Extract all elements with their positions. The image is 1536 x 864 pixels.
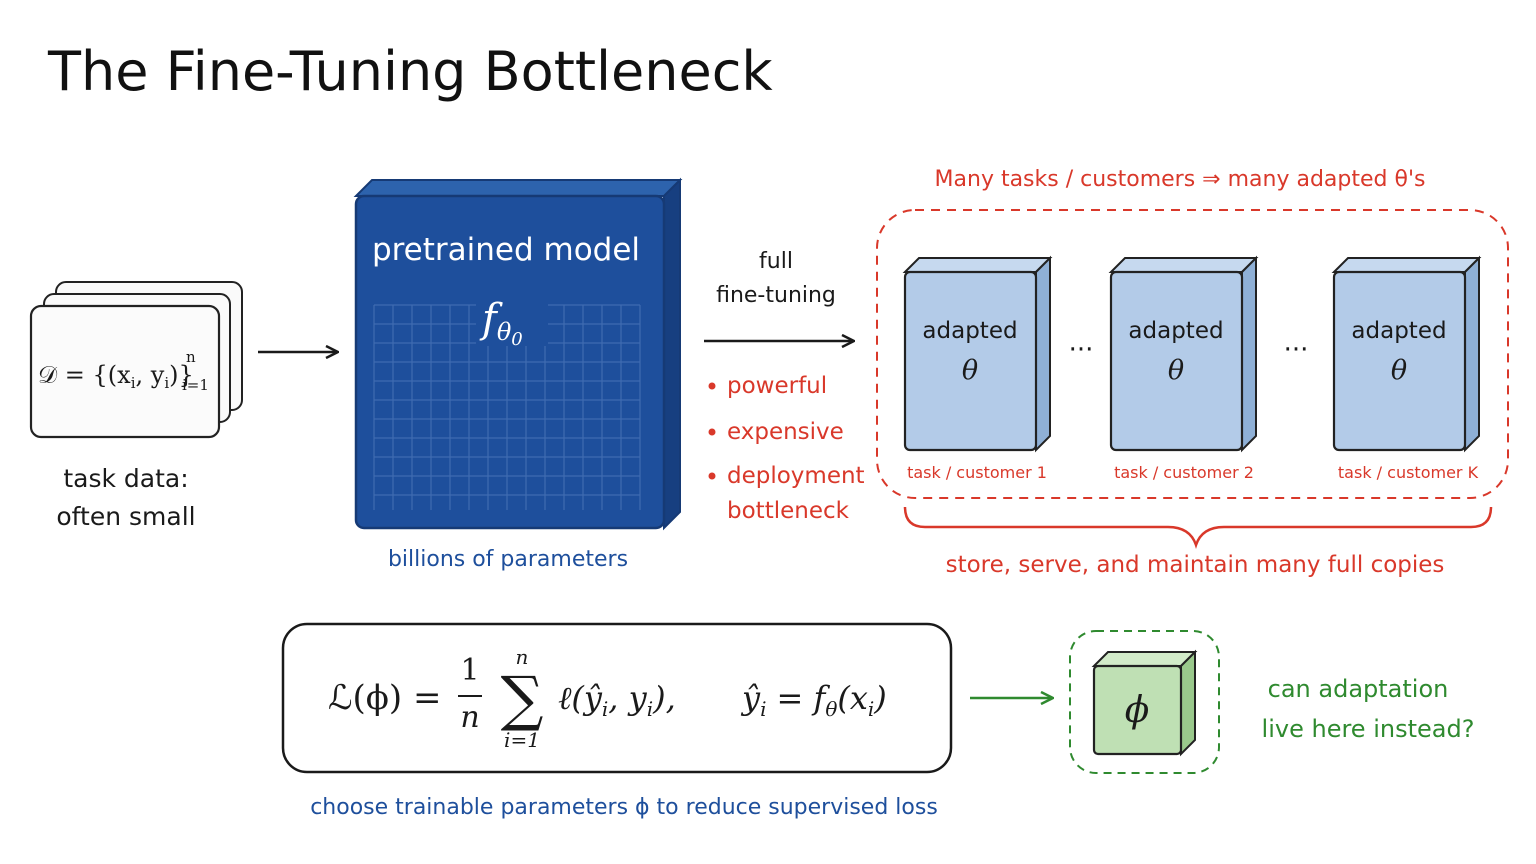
- loss-formula-box: [281, 622, 953, 774]
- prediction-eq: ŷi= fθ(xi): [740, 679, 887, 721]
- loss-caption: choose trainable parameters ϕ to reduce …: [310, 795, 938, 820]
- fine-tuning-label-line1: full: [759, 249, 793, 274]
- loss-lhs: ℒ(ϕ) =: [328, 678, 442, 718]
- phi-question-line2: live here instead?: [1262, 715, 1475, 743]
- adapted-card-2-caption: task / customer 2: [1114, 463, 1254, 482]
- adapted-card-k: adapted θ: [1331, 255, 1482, 453]
- pretrained-model-label: pretrained model: [372, 232, 640, 268]
- bullet-bottleneck: bottleneck: [727, 498, 850, 524]
- loss-formula: ℒ(ϕ) = 1 n n ∑ i=1 ℓ(ŷi, yi), ŷi= fθ(xi): [328, 645, 887, 752]
- dataset-formula-sup: n: [186, 348, 196, 366]
- phi-dashed-region: [1069, 630, 1220, 774]
- sum-top: n: [516, 645, 529, 669]
- adapted-card-k-symbol: θ: [1391, 355, 1407, 386]
- adapted-dashed-region: [876, 209, 1509, 499]
- brace-caption: store, serve, and maintain many full cop…: [946, 552, 1445, 578]
- page-title: The Fine-Tuning Bottleneck: [47, 40, 773, 103]
- pretrained-model-block: pretrained model fθ0: [353, 177, 683, 531]
- phi-question-line1: can adaptation: [1268, 675, 1449, 703]
- adapted-card-2-label: adapted: [1128, 318, 1223, 344]
- symbol-backdrop: [476, 284, 548, 346]
- bullet-expensive: expensive: [727, 419, 844, 445]
- bullet-powerful: powerful: [727, 373, 827, 399]
- ellipsis-2: ···: [1284, 335, 1309, 365]
- adapted-card-1-symbol: θ: [962, 355, 978, 386]
- adapted-card-2: adapted θ: [1108, 255, 1259, 453]
- adapted-card-2-symbol: θ: [1168, 355, 1184, 386]
- loss-frac-den: n: [460, 700, 479, 735]
- sum-bottom: i=1: [504, 728, 540, 752]
- bullet-deployment: deployment: [727, 463, 865, 489]
- adapted-card-1: adapted θ: [902, 255, 1053, 453]
- task-data-card: [29, 304, 221, 439]
- adapted-header: Many tasks / customers ⇒ many adapted θ'…: [935, 167, 1426, 192]
- phi-block: ϕ: [1091, 649, 1198, 757]
- adapted-card-1-caption: task / customer 1: [907, 463, 1047, 482]
- loss-term: ℓ(ŷi, yi),: [558, 679, 676, 721]
- pretrained-model-caption: billions of parameters: [388, 547, 628, 572]
- dataset-formula: 𝒟 = {(xi, yi)}: [38, 361, 194, 392]
- copies-brace: [903, 506, 1493, 549]
- sum-symbol: ∑: [501, 664, 544, 734]
- adapted-card-1-label: adapted: [922, 318, 1017, 344]
- ellipsis-1: ···: [1069, 335, 1094, 365]
- fine-tuning-label-line2: fine-tuning: [716, 283, 836, 308]
- bullet-dot: [708, 382, 716, 390]
- bullet-dot: [708, 428, 716, 436]
- phi-symbol: ϕ: [1125, 690, 1150, 731]
- dataset-formula-sub: i=1: [182, 376, 209, 394]
- pretrained-model-symbol: fθ0: [479, 296, 523, 350]
- adapted-card-k-caption: task / customer K: [1338, 463, 1479, 482]
- fine-tuning-bullets: powerful expensive deployment bottleneck: [708, 373, 865, 524]
- adapted-card-k-label: adapted: [1351, 318, 1446, 344]
- task-data-stack: 𝒟 = {(xi, yi)} n i=1: [29, 281, 243, 439]
- task-data-caption-line2: often small: [56, 502, 195, 531]
- bullet-dot: [708, 472, 716, 480]
- task-data-caption-line1: task data:: [63, 464, 188, 493]
- loss-frac-num: 1: [460, 653, 479, 688]
